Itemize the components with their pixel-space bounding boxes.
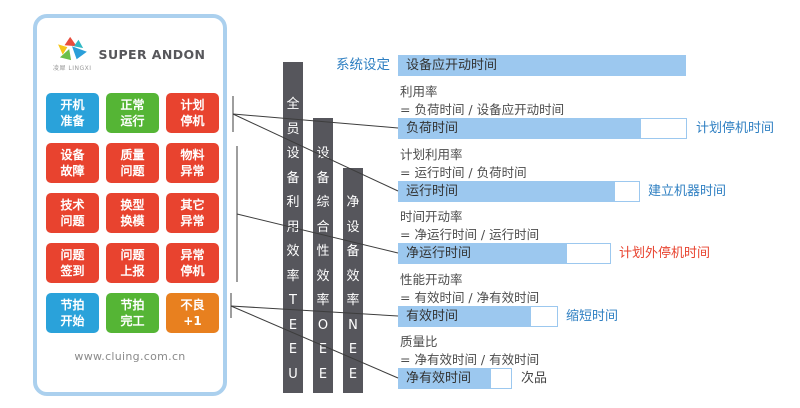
button-planned-stop[interactable]: 计划停机 (166, 93, 219, 133)
button-technical-issue[interactable]: 技术问题 (46, 193, 99, 233)
formula-planned-utilization-rate: 计划利用率 = 运行时间 / 负荷时间 (400, 147, 527, 180)
button-startup-prep[interactable]: 开机准备 (46, 93, 99, 133)
website-url: www.cluing.com.cn (74, 350, 186, 363)
annotation-unplanned-stop-time: 计划外停机时间 (619, 246, 711, 261)
button-issue-report[interactable]: 问题上报 (106, 243, 159, 283)
brand-name: SUPER ANDON (98, 46, 206, 62)
button-defect-plus1[interactable]: 不良+1 (166, 293, 219, 333)
button-abnormal-stop[interactable]: 异常停机 (166, 243, 219, 283)
bar-run-time: 运行时间 (398, 181, 614, 202)
formula-time-operation-rate: 时间开动率 = 净运行时间 / 运行时间 (400, 209, 540, 242)
segment-planned-stop (640, 118, 687, 139)
lingxi-logo-icon (58, 36, 88, 61)
bar-scheduled-run-time: 设备应开动时间 (398, 55, 686, 76)
andon-device-panel: 凌犀 LINGXI SUPER ANDON 开机准备 正常运行 计划停机 设备故… (33, 14, 227, 396)
formula-utilization-rate: 利用率 = 负荷时间 / 设备应开动时间 (400, 84, 565, 117)
button-changeover[interactable]: 换型换模 (106, 193, 159, 233)
andon-button-grid: 开机准备 正常运行 计划停机 设备故障 质量问题 物料异常 技术问题 换型换模 … (46, 93, 219, 333)
button-other-abnormal[interactable]: 其它异常 (166, 193, 219, 233)
system-setting-label: 系统设定 (336, 57, 390, 73)
logo-sub-text: 凌犀 LINGXI (53, 65, 92, 72)
segment-defects (490, 368, 512, 389)
bar-load-time: 负荷时间 (398, 118, 640, 139)
annotation-machine-setup-time: 建立机器时间 (648, 184, 727, 199)
button-normal-run[interactable]: 正常运行 (106, 93, 159, 133)
annotation-shortened-time: 缩短时间 (566, 309, 619, 324)
bar-net-effective-time: 净有效时间 (398, 368, 490, 389)
button-material-abnormal[interactable]: 物料异常 (166, 143, 219, 183)
annotation-defects: 次品 (521, 371, 548, 386)
button-takt-start[interactable]: 节拍开始 (46, 293, 99, 333)
button-takt-finish[interactable]: 节拍完工 (106, 293, 159, 333)
button-issue-checkin[interactable]: 问题签到 (46, 243, 99, 283)
formula-quality-rate: 质量比 = 净有效时间 / 有效时间 (400, 334, 540, 367)
formula-performance-rate: 性能开动率 = 有效时间 / 净有效时间 (400, 272, 540, 305)
bar-net-run-time: 净运行时间 (398, 243, 566, 264)
button-quality-issue[interactable]: 质量问题 (106, 143, 159, 183)
segment-unplanned-stop (566, 243, 611, 264)
annotation-planned-stop-time: 计划停机时间 (696, 121, 775, 136)
segment-setup (614, 181, 640, 202)
logo-row: 凌犀 LINGXI SUPER ANDON (53, 36, 205, 72)
bar-effective-time: 有效时间 (398, 306, 530, 327)
segment-shortened (530, 306, 558, 327)
button-equipment-fault[interactable]: 设备故障 (46, 143, 99, 183)
